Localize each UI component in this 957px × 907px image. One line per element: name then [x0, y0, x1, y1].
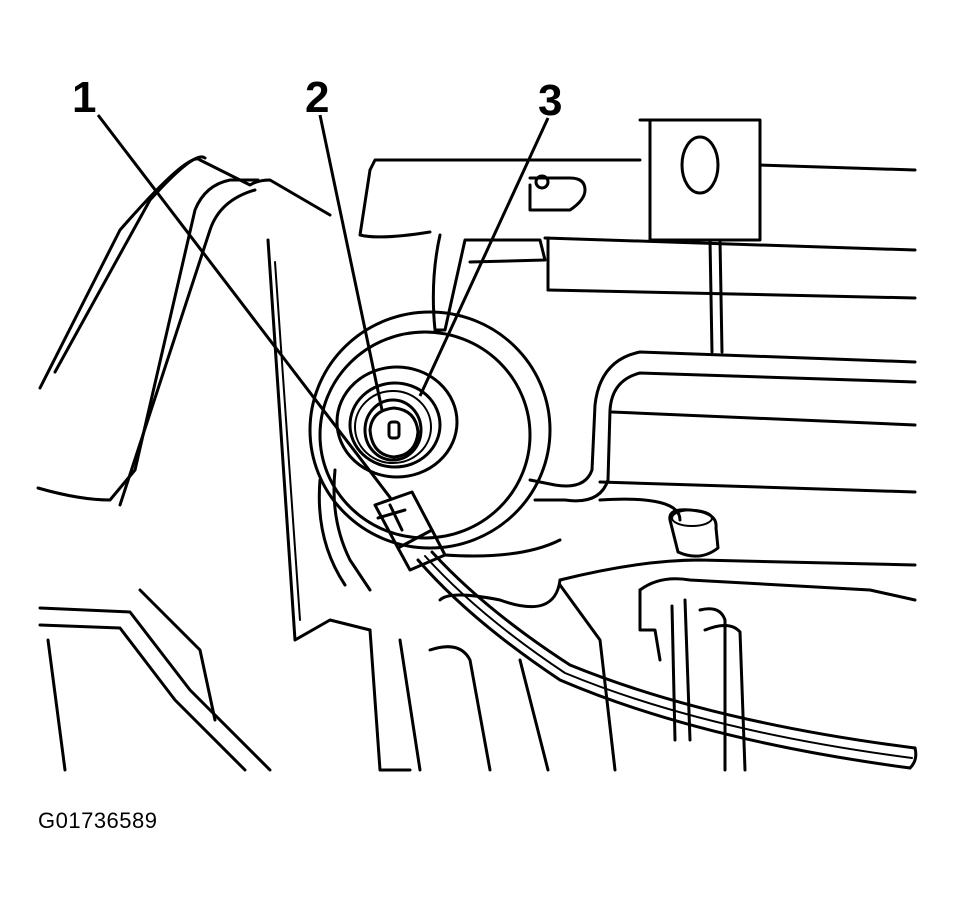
leader-2: [318, 114, 384, 411]
callout-leaders: [96, 114, 550, 501]
leader-3: [418, 117, 550, 397]
tank-lower: [368, 583, 617, 772]
leader-1: [96, 114, 394, 501]
fuel-pump-module: [308, 310, 552, 592]
wiring-harness: [416, 538, 918, 770]
fuel-line-frame: [528, 350, 917, 772]
upper-bracket: [358, 118, 917, 354]
callout-2: 2: [305, 73, 329, 122]
callout-1: 1: [72, 73, 96, 122]
callout-3: 3: [538, 76, 562, 125]
electrical-connector: [373, 490, 447, 572]
tank-shell: [36, 155, 372, 772]
figure-id: G01736589: [38, 808, 158, 833]
rubber-bumper: [668, 508, 720, 558]
